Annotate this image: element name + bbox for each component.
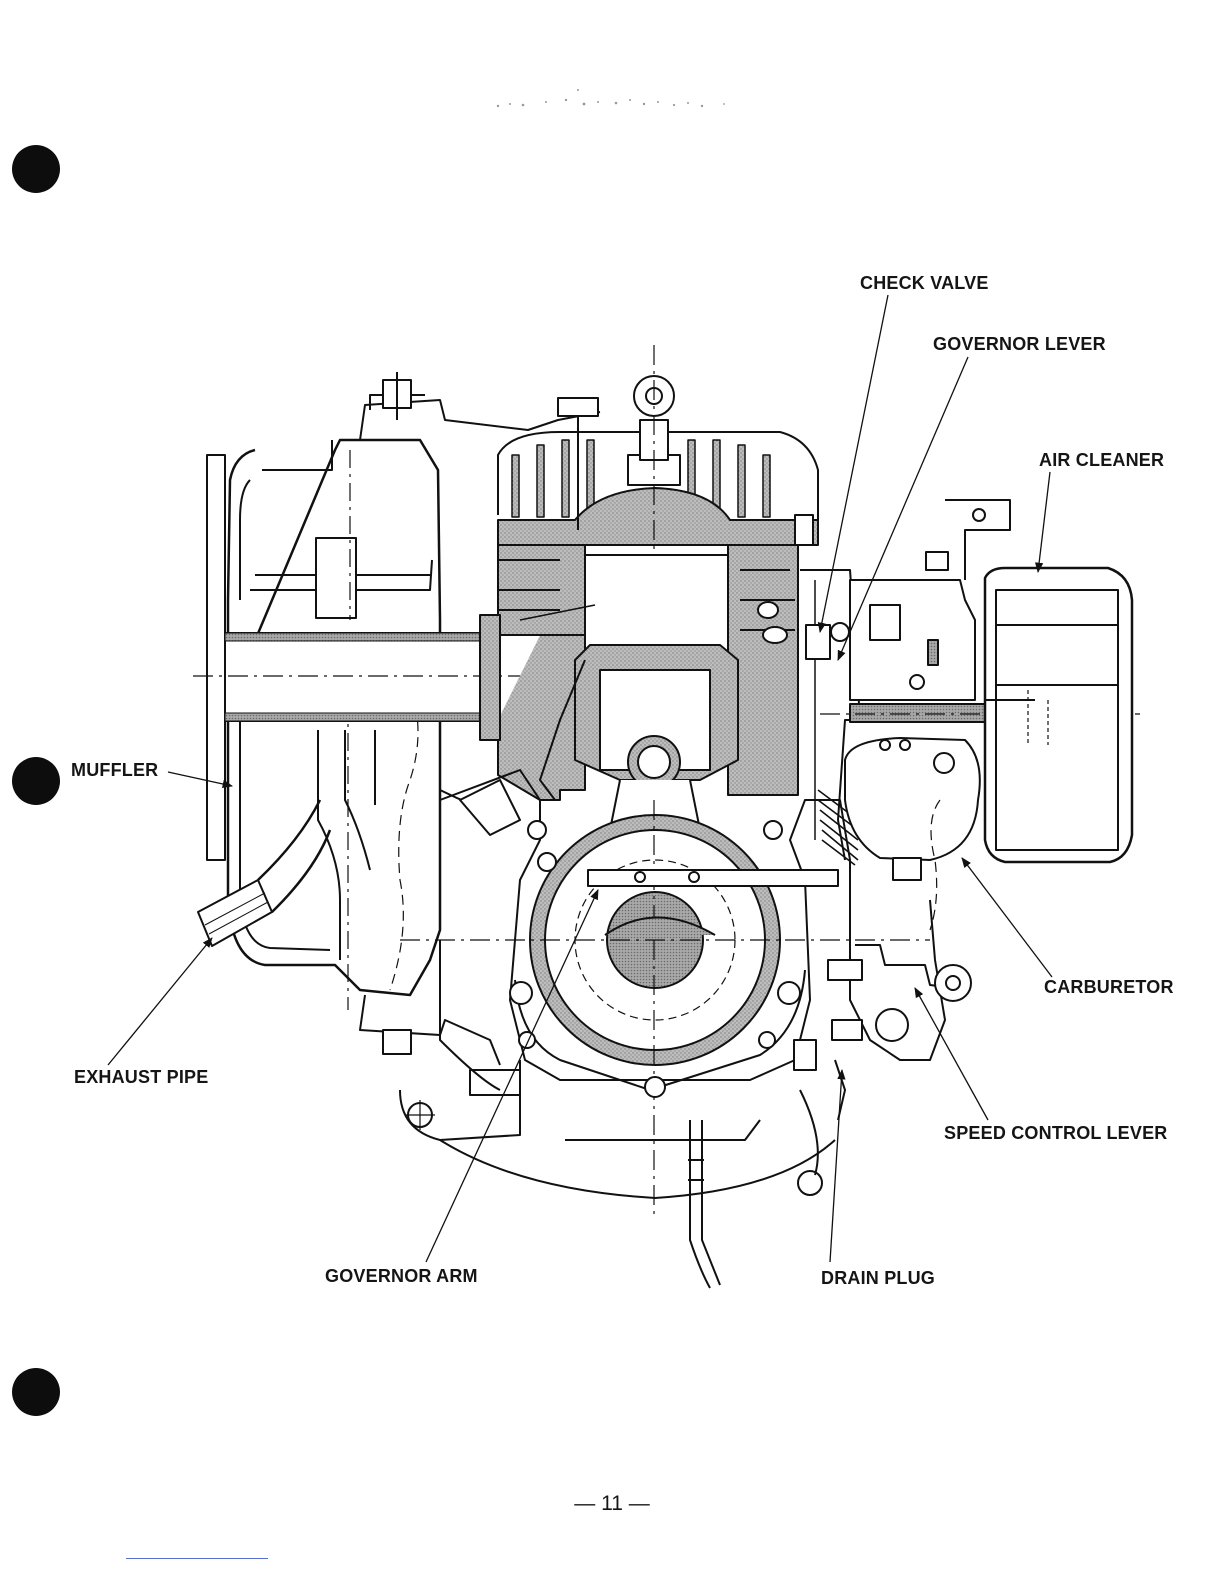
governor-lever-label: GOVERNOR LEVER: [933, 334, 1106, 355]
air-cleaner-label: AIR CLEANER: [1039, 450, 1164, 471]
governor-arm-label: GOVERNOR ARM: [325, 1266, 478, 1287]
muffler-label: MUFFLER: [71, 760, 158, 781]
drain-plug-label: DRAIN PLUG: [821, 1268, 935, 1289]
cylinder-block: [480, 545, 798, 830]
page-number: — 11 —: [0, 1492, 1224, 1516]
exhaust-pipe-label: EXHAUST PIPE: [74, 1067, 208, 1088]
check-valve-label: CHECK VALVE: [860, 273, 989, 294]
footer-rule: [126, 1558, 268, 1559]
crankcase: [400, 770, 945, 1288]
speed-control-lever-label: SPEED CONTROL LEVER: [944, 1123, 1168, 1144]
carburetor-label: CARBURETOR: [1044, 977, 1174, 998]
air-cleaner: [985, 568, 1132, 862]
cylinder-head: [498, 345, 818, 560]
